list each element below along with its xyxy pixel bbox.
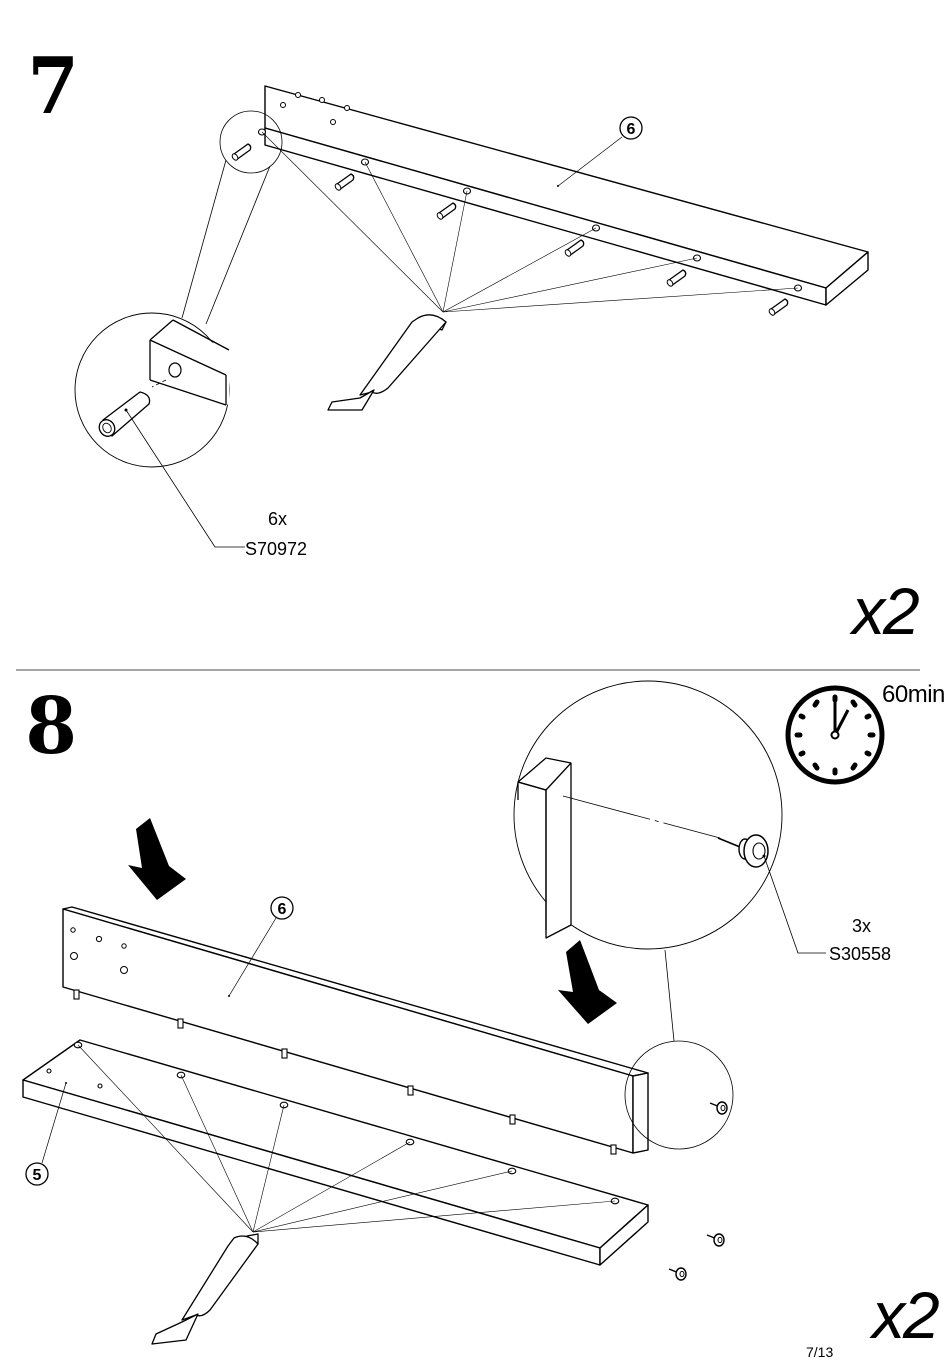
part-6-label-step7: 6 (627, 121, 636, 138)
dowel-detail (96, 320, 245, 547)
magnifier-circle-icon (75, 111, 282, 467)
nail-icon (669, 1102, 727, 1280)
clock-icon (788, 688, 882, 782)
board-part-6-step7 (265, 86, 868, 305)
part-6-label-step8: 6 (278, 901, 287, 918)
part-5-label-step8: 5 (33, 1167, 42, 1184)
glue-tube-icon-step8 (152, 1234, 258, 1344)
nail-detail (518, 758, 826, 953)
glue-tube-icon (328, 315, 446, 410)
